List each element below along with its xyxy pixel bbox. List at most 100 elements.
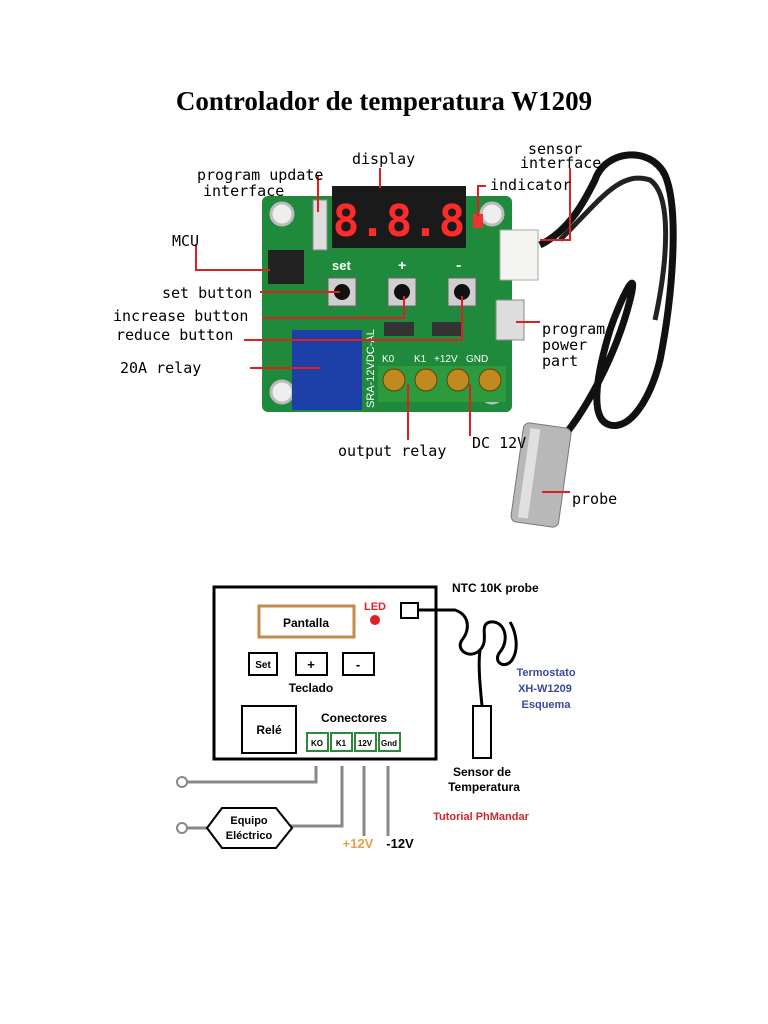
esquema-label: Esquema xyxy=(522,699,572,711)
terminal-bottom xyxy=(176,822,188,834)
connector-k1 xyxy=(330,732,353,752)
mount-hole-tl xyxy=(269,201,295,227)
probe-port xyxy=(400,602,419,619)
label-part: part xyxy=(542,352,578,370)
connector-12v xyxy=(354,732,377,752)
line-mcu xyxy=(195,244,270,271)
terminal-k0 xyxy=(382,368,406,392)
label-program-update: program update xyxy=(197,166,323,184)
board-plus-label: + xyxy=(398,257,406,273)
connector-gnd xyxy=(378,732,401,752)
label-indicator: indicator xyxy=(490,176,571,194)
terminal-top xyxy=(176,776,188,788)
label-display: display xyxy=(352,150,415,168)
line-reduce xyxy=(244,296,463,341)
equipo-label: Equipo xyxy=(230,815,268,827)
increase-button-body xyxy=(387,277,417,307)
indicator-led xyxy=(473,214,483,228)
terminal-k1 xyxy=(414,368,438,392)
rele-label: Relé xyxy=(256,723,282,737)
electrico-label: Eléctrico xyxy=(226,830,273,842)
label-dc-12v: DC 12V xyxy=(472,434,526,452)
probe-cable xyxy=(538,151,677,443)
line-indicator xyxy=(477,185,486,216)
label-power: power xyxy=(542,336,587,354)
program-header xyxy=(312,199,328,251)
set-key-label: Set xyxy=(255,660,271,671)
label-set-button: set button xyxy=(162,284,252,302)
minus-key xyxy=(342,652,375,676)
terminal-gnd xyxy=(478,368,502,392)
page-title: Controlador de temperatura W1209 xyxy=(175,86,593,116)
probe-sheen xyxy=(517,428,541,519)
terminal-12v xyxy=(446,368,470,392)
line-sensor xyxy=(540,168,571,241)
connector-ko-label: KO xyxy=(311,739,323,748)
label-increase-button: increase button xyxy=(113,307,248,325)
label-reduce-button: reduce button xyxy=(116,326,233,344)
ntc-probe-body xyxy=(472,705,492,759)
line-increase xyxy=(262,296,405,319)
connector-12v-label: 12V xyxy=(358,739,373,748)
board-k0: K0 xyxy=(382,354,395,365)
pantalla-box xyxy=(257,604,356,639)
board-minus-label: - xyxy=(456,257,461,274)
teclado-label: Teclado xyxy=(289,681,333,695)
label-sensor-interface: interface xyxy=(520,154,601,172)
termostato-label: Termostato xyxy=(516,667,575,679)
connector-ko xyxy=(306,732,329,752)
board-12v: +12V xyxy=(434,354,458,365)
board-k1: K1 xyxy=(414,354,427,365)
minus-key-label: - xyxy=(356,657,360,672)
label-output-relay: output relay xyxy=(338,442,446,460)
model-label: XH-W1209 xyxy=(518,683,572,695)
increase-button-cap xyxy=(394,284,410,300)
ntc-probe-label: NTC 10K probe xyxy=(452,581,539,595)
mcu-chip xyxy=(268,250,304,284)
smd-1 xyxy=(384,322,414,336)
led-dot xyxy=(370,615,380,625)
smd-2 xyxy=(432,322,462,336)
mount-hole-bl xyxy=(269,379,295,405)
connector-k1-label: K1 xyxy=(336,739,347,748)
ntc-wire xyxy=(418,608,518,707)
board-gnd: GND xyxy=(466,354,488,365)
board-set-label: set xyxy=(332,258,351,273)
sensor-de-label: Sensor de xyxy=(453,765,511,779)
label-20a-relay: 20A relay xyxy=(120,359,201,377)
relay-model-text: SRA-12VDC-AL xyxy=(365,329,377,408)
relay-block xyxy=(292,330,362,410)
temperatura-label: Temperatura xyxy=(448,780,520,794)
label-sensor: sensor xyxy=(528,140,582,158)
callout-lines xyxy=(195,168,571,493)
pantalla-label: Pantalla xyxy=(283,616,329,630)
label-probe: probe xyxy=(572,490,617,508)
equipo-hexagon xyxy=(205,807,294,849)
led-display xyxy=(332,186,466,248)
display-digits: 8.8.8 xyxy=(333,196,465,247)
plus-key xyxy=(295,652,328,676)
tutorial-label: Tutorial PhMandar xyxy=(433,811,529,823)
label-mcu: MCU xyxy=(172,232,199,250)
led-label: LED xyxy=(364,601,386,613)
schematic: Pantalla LED Set + - Teclado Relé Conect… xyxy=(176,581,576,851)
mount-hole-tr xyxy=(479,201,505,227)
wiring xyxy=(186,766,390,836)
conectores-label: Conectores xyxy=(321,711,387,725)
label-interface: interface xyxy=(203,182,284,200)
minus12v-label: -12V xyxy=(386,836,414,851)
wire-k1 xyxy=(290,766,344,828)
reduce-button-cap xyxy=(454,284,470,300)
connector-gnd-label: Gnd xyxy=(381,739,397,748)
rele-box xyxy=(241,705,297,754)
wire-ko xyxy=(186,766,318,784)
label-program: program xyxy=(542,320,605,338)
board-photo: 8.8.8 set + - SRA-12VDC-AL K0 K1 +12V GN… xyxy=(113,140,677,528)
set-key xyxy=(248,652,278,676)
set-button-cap xyxy=(334,284,350,300)
power-part xyxy=(495,299,525,341)
plus-key-label: + xyxy=(307,657,315,672)
probe-cable-2 xyxy=(558,175,669,321)
plus12v-label: +12V xyxy=(343,836,374,851)
